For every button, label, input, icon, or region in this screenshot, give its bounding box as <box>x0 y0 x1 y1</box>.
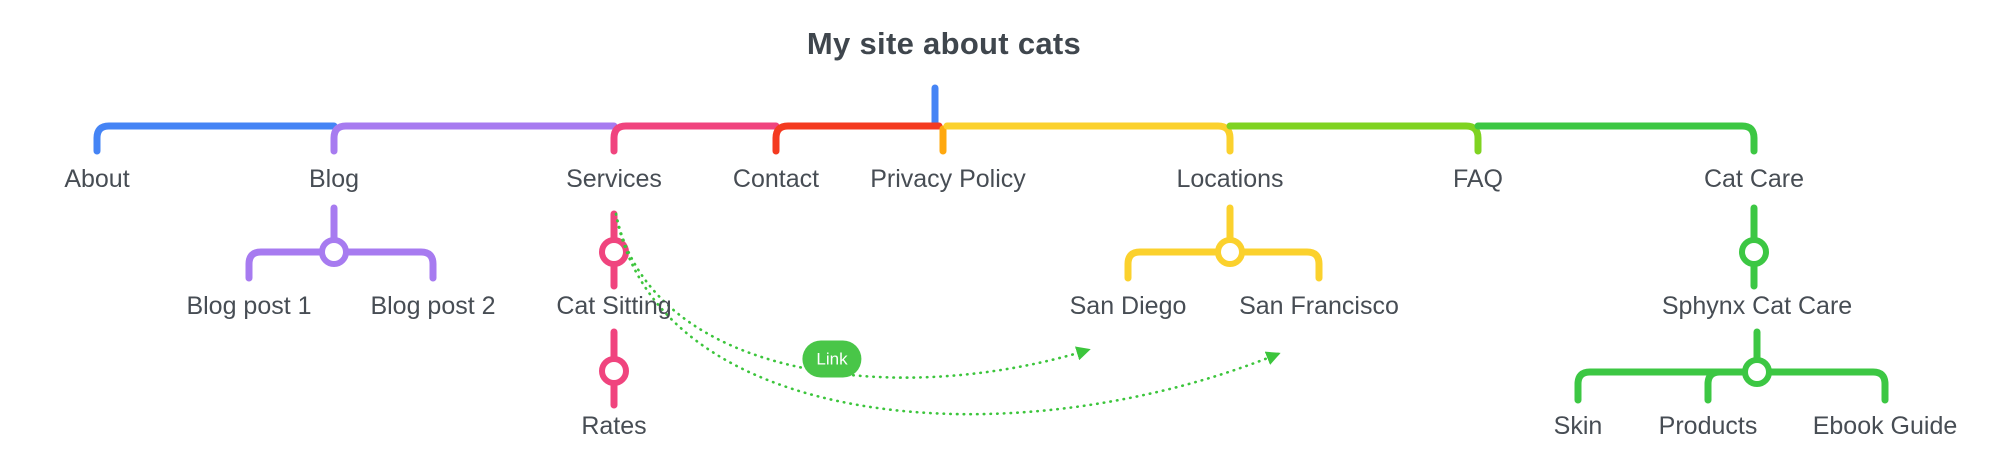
node-privacy-policy[interactable]: Privacy Policy <box>870 165 1026 193</box>
link-badge[interactable]: Link <box>802 340 862 378</box>
junction-services[interactable] <box>599 237 629 267</box>
node-ebook-guide[interactable]: Ebook Guide <box>1812 412 1958 440</box>
node-rates[interactable]: Rates <box>581 412 647 440</box>
link-arrow-to-san-francisco <box>614 212 1281 416</box>
branch-segment-contact <box>772 122 943 155</box>
node-locations[interactable]: Locations <box>1176 165 1284 193</box>
bracket-sphynx-children <box>1574 368 1889 404</box>
branch-segment-locations <box>1226 122 1482 155</box>
node-products[interactable]: Products <box>1658 412 1758 440</box>
junction-cat-sitting[interactable] <box>599 356 629 386</box>
node-faq[interactable]: FAQ <box>1452 165 1504 193</box>
junction-cat-care[interactable] <box>1739 237 1769 267</box>
node-blog-post-1[interactable]: Blog post 1 <box>186 292 312 320</box>
junction-blog[interactable] <box>319 237 349 267</box>
branch-segment-faq <box>1474 122 1758 155</box>
node-san-francisco[interactable]: San Francisco <box>1239 292 1399 320</box>
node-sphynx-cat-care[interactable]: Sphynx Cat Care <box>1661 292 1853 320</box>
node-blog-post-2[interactable]: Blog post 2 <box>370 292 496 320</box>
branch-segment-privacy-policy <box>943 122 1234 155</box>
branch-segment-blog <box>330 122 618 155</box>
branch-segment-about <box>93 122 338 155</box>
branch-segment-services <box>610 122 780 155</box>
node-blog[interactable]: Blog <box>308 165 360 193</box>
junction-sphynx[interactable] <box>1742 357 1772 387</box>
node-skin[interactable]: Skin <box>1553 412 1603 440</box>
bracket-tick-products <box>1704 368 1724 404</box>
link-arrow-to-san-diego <box>614 212 1091 379</box>
site-title[interactable]: My site about cats <box>806 26 1082 61</box>
junction-locations[interactable] <box>1215 237 1245 267</box>
node-services[interactable]: Services <box>566 165 662 193</box>
node-cat-care[interactable]: Cat Care <box>1703 165 1805 193</box>
node-cat-sitting[interactable]: Cat Sitting <box>556 292 672 320</box>
node-san-diego[interactable]: San Diego <box>1069 292 1187 320</box>
node-contact[interactable]: Contact <box>732 165 820 193</box>
node-about[interactable]: About <box>64 165 130 193</box>
